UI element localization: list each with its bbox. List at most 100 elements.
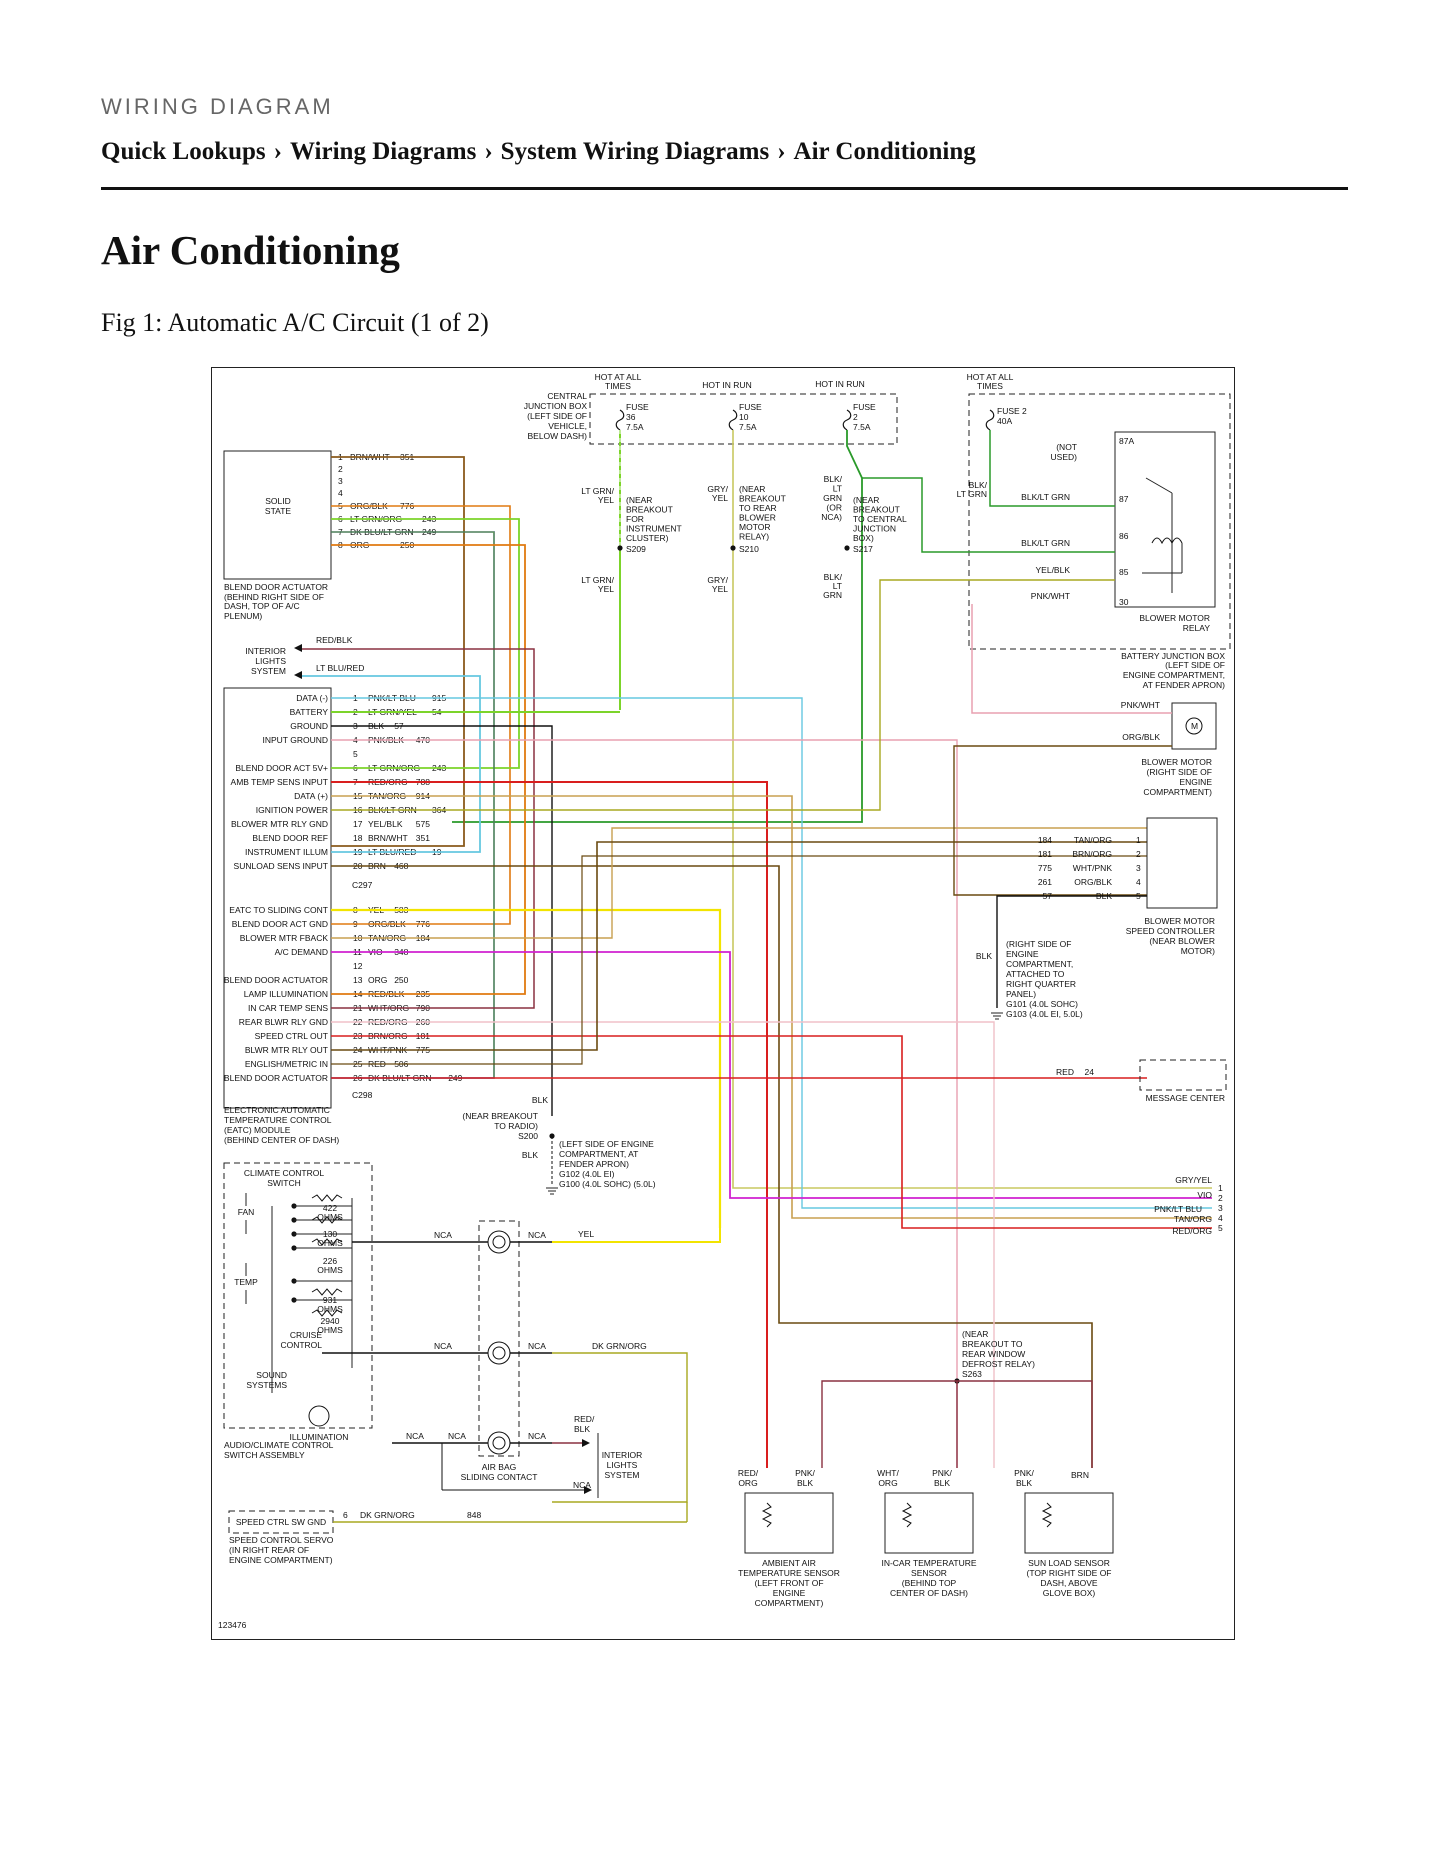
diagram-label: G101 (4.0L SOHC): [1006, 999, 1078, 1009]
diagram-label: BLK/LT GRN: [1021, 538, 1070, 548]
thermistor-icon: [1041, 1502, 1053, 1528]
diagram-label: RED/: [738, 1468, 759, 1478]
diagram-label: BLOWER MOTOR: [1141, 757, 1212, 767]
blower-motor-speed-controller: [1146, 817, 1218, 909]
wire-pnk-lt-blu: [331, 697, 1212, 1209]
diagram-label: INTERIOR: [602, 1450, 643, 1460]
header-divider: [101, 187, 1348, 190]
diagram-label: RED/BLK: [316, 635, 353, 645]
diagram-label: BLK: [522, 1150, 538, 1160]
diagram-label: (LEFT SIDE OF ENGINE: [559, 1139, 654, 1149]
diagram-label: BOX): [853, 533, 874, 543]
diagram-label: SPEED CONTROL SERVO: [229, 1535, 334, 1545]
diagram-label: AUDIO/CLIMATE CONTROL: [224, 1440, 334, 1450]
diagram-label: 130: [323, 1229, 337, 1239]
diagram-label: DK GRN/ORG: [592, 1341, 647, 1351]
diagram-label: ATTACHED TO: [1006, 969, 1065, 979]
diagram-label: MOTOR: [739, 522, 770, 532]
diagram-label: BLK: [976, 951, 992, 961]
diagram-label: S263: [962, 1369, 982, 1379]
diagram-label: TO RADIO): [494, 1121, 538, 1131]
diagram-label: (BEHIND TOP: [902, 1578, 957, 1588]
diagram-label: SWITCH ASSEMBLY: [224, 1450, 305, 1460]
diagram-label: G100 (4.0L SOHC) (5.0L): [559, 1179, 656, 1189]
wire-brn-wht: [331, 456, 465, 847]
diagram-label: BLK/: [969, 480, 988, 490]
diagram-label: GRN: [823, 493, 842, 503]
diagram-label: GRY/: [707, 484, 728, 494]
wire-yel: [331, 908, 722, 1228]
diagram-label: 7.5A: [853, 422, 871, 432]
diagram-label: BELOW DASH): [527, 431, 587, 441]
diagram-label: PANEL): [1006, 989, 1036, 999]
diagram-label: USED): [1051, 452, 1078, 462]
splice-s209: [617, 545, 623, 551]
controller-pin-wire: BRN/ORG: [1072, 849, 1112, 859]
diagram-label: IN-CAR TEMPERATURE: [881, 1558, 976, 1568]
controller-pin-wire: ORG/BLK: [1074, 877, 1112, 887]
diagram-label: BLEND DOOR ACTUATOR: [224, 582, 328, 592]
fuse-icon: [728, 409, 738, 431]
blower-motor-relay: [1114, 431, 1216, 608]
diagram-label: YEL: [598, 495, 614, 505]
diagram-label: LT GRN: [957, 489, 987, 499]
diagram-label: MOTOR): [1181, 946, 1215, 956]
diagram-label: 87A: [1119, 436, 1134, 446]
diagram-label: CLUSTER): [626, 533, 669, 543]
solid-state-pin-number: 2: [338, 464, 343, 474]
diagram-label: BREAKOUT: [739, 494, 786, 504]
diagram-label: SOLID: [265, 496, 291, 506]
document-header-tag: WIRING DIAGRAM: [101, 94, 334, 119]
diagram-label: (TOP RIGHT SIDE OF: [1026, 1568, 1111, 1578]
diagram-label: OHMS: [317, 1304, 343, 1314]
page-title: Air Conditioning: [101, 227, 400, 273]
wire-org-blk: [331, 505, 511, 925]
breadcrumb-system-wiring-diagrams[interactable]: System Wiring Diagrams: [500, 138, 770, 165]
diagram-label: NCA: [434, 1230, 452, 1240]
diagram-label: TEMPERATURE CONTROL: [224, 1115, 332, 1125]
splice-s210: [730, 545, 736, 551]
breadcrumb-air-conditioning[interactable]: Air Conditioning: [793, 138, 976, 165]
diagram-label: 3: [1218, 1203, 1223, 1213]
fuse-icon: [985, 409, 995, 431]
clockspring-icon: [487, 1431, 511, 1455]
diagram-label: RIGHT QUARTER: [1006, 979, 1076, 989]
wire-tan-org-data: [331, 795, 1212, 1219]
diagram-label: BLK: [934, 1478, 950, 1488]
controller-pin-number: 4: [1136, 877, 1141, 887]
eatc-pin-label: BATTERY: [290, 707, 329, 717]
eatc-pin-label: BLEND DOOR REF: [252, 833, 328, 843]
eatc-pin-label: SUNLOAD SENS INPUT: [234, 861, 328, 871]
diagram-label: LT GRN/: [581, 486, 614, 496]
diagram-label: BREAKOUT TO: [962, 1339, 1023, 1349]
diagram-label: OHMS: [317, 1212, 343, 1222]
controller-pin-wire: TAN/ORG: [1074, 835, 1112, 845]
diagram-label: BREAKOUT: [853, 505, 900, 515]
diagram-label: 10: [739, 412, 749, 422]
wire-org-blk-motor: [953, 745, 1172, 896]
breadcrumb-wiring-diagrams[interactable]: Wiring Diagrams: [290, 138, 477, 165]
diagram-label: GRY/YEL: [1175, 1175, 1212, 1185]
wire-blk-lt-grn-86: [862, 477, 1115, 553]
diagram-label: (NOT: [1056, 442, 1077, 452]
diagram-label: BLOWER: [739, 513, 776, 523]
diagram-label: BLK: [532, 1095, 548, 1105]
diagram-label: TAN/ORG: [1174, 1214, 1212, 1224]
diagram-label: 40A: [997, 416, 1012, 426]
controller-pin-wire: WHT/PNK: [1073, 863, 1113, 873]
diagram-label: 30: [1119, 597, 1129, 607]
diagram-label: LT: [833, 484, 842, 494]
eatc-pin-wire: YEL/BLK: [368, 819, 403, 829]
diagram-label: PNK/LT BLU: [1154, 1204, 1202, 1214]
diagram-label: JUNCTION: [853, 524, 896, 534]
wire-gry-yel: [732, 430, 1212, 1189]
diagram-label: RELAY): [739, 532, 769, 542]
breadcrumb-quick-lookups[interactable]: Quick Lookups: [101, 138, 266, 165]
eatc-pin-label: BLEND DOOR ACT 5V+: [235, 763, 328, 773]
diagram-label: YEL: [578, 1229, 594, 1239]
diagram-label: FUSE: [739, 402, 762, 412]
diagram-label: BLK: [574, 1424, 590, 1434]
eatc-pin-circuit: 351: [416, 833, 430, 843]
diagram-label: 24: [1085, 1067, 1095, 1077]
controller-pin-circuit: 261: [1038, 877, 1052, 887]
